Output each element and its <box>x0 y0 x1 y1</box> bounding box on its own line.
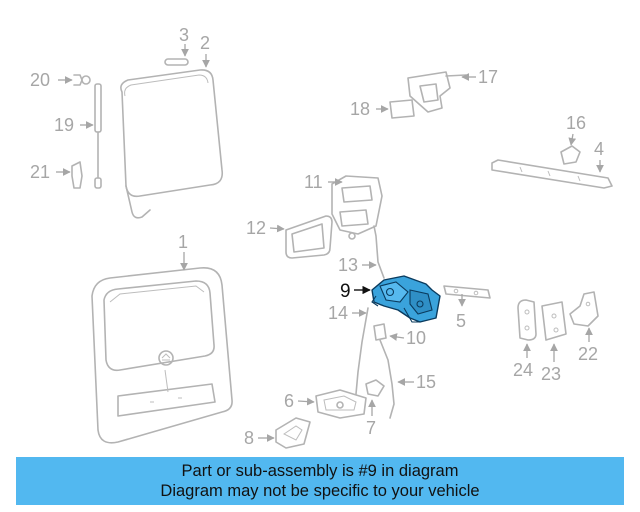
part-17-hinge <box>407 71 467 113</box>
part-14-rod <box>355 307 369 395</box>
part-15-rod <box>379 339 395 419</box>
callout-19: 19 <box>54 115 74 135</box>
callout-1: 1 <box>178 232 188 252</box>
part-2-rear-window-glass <box>120 69 224 219</box>
part-16-bumper <box>560 145 581 165</box>
callout-15: 15 <box>416 372 436 392</box>
part-1-tailgate <box>91 267 233 444</box>
callout-3: 3 <box>179 25 189 45</box>
part-6-latch <box>315 389 367 419</box>
callout-18: 18 <box>350 99 370 119</box>
part-8-bracket <box>275 417 311 449</box>
callout-14: 14 <box>328 303 348 323</box>
part-22-hinge <box>569 291 599 327</box>
callout-24: 24 <box>513 360 533 380</box>
part-24-bracket <box>517 299 537 341</box>
part-5-striker-plate <box>443 285 491 299</box>
part-11-handle-assembly <box>331 175 383 240</box>
callout-13: 13 <box>338 255 358 275</box>
part-9-lock-actuator-highlighted <box>371 275 441 323</box>
part-21-bracket <box>71 161 83 189</box>
info-banner: Part or sub-assembly is #9 in diagram Di… <box>16 457 624 505</box>
exploded-parts-diagram: 3 2 20 19 21 17 18 16 4 11 12 1 13 9 5 1… <box>30 25 613 449</box>
banner-line-disclaimer: Diagram may not be specific to your vehi… <box>160 482 480 500</box>
callout-16: 16 <box>566 113 586 133</box>
callout-9-highlighted: 9 <box>340 281 351 302</box>
part-7-pin <box>365 379 385 397</box>
part-3-trim-strip <box>164 58 189 66</box>
callout-7: 7 <box>366 418 376 438</box>
part-18-hinge-plate <box>389 99 415 119</box>
callout-2: 2 <box>200 33 210 53</box>
banner-line-part-info: Part or sub-assembly is #9 in diagram <box>181 462 459 480</box>
callout-20: 20 <box>30 70 50 90</box>
callout-8: 8 <box>244 428 254 448</box>
part-19-gas-strut <box>94 83 102 189</box>
part-10-clip <box>373 323 387 341</box>
callout-11: 11 <box>304 172 323 192</box>
callout-12: 12 <box>246 218 266 238</box>
callout-5: 5 <box>456 311 466 331</box>
part-12-bezel <box>285 215 333 259</box>
callout-4: 4 <box>594 139 604 159</box>
part-13-rod <box>373 225 385 279</box>
callout-10: 10 <box>406 328 426 348</box>
part-20-ball-stud <box>73 74 91 86</box>
callout-23: 23 <box>541 364 561 384</box>
callout-22: 22 <box>578 344 598 364</box>
callout-6: 6 <box>284 391 294 411</box>
callout-17: 17 <box>478 67 498 87</box>
part-23-bracket <box>541 301 567 341</box>
callout-21: 21 <box>30 162 50 182</box>
part-4-trim-rail <box>491 159 613 189</box>
